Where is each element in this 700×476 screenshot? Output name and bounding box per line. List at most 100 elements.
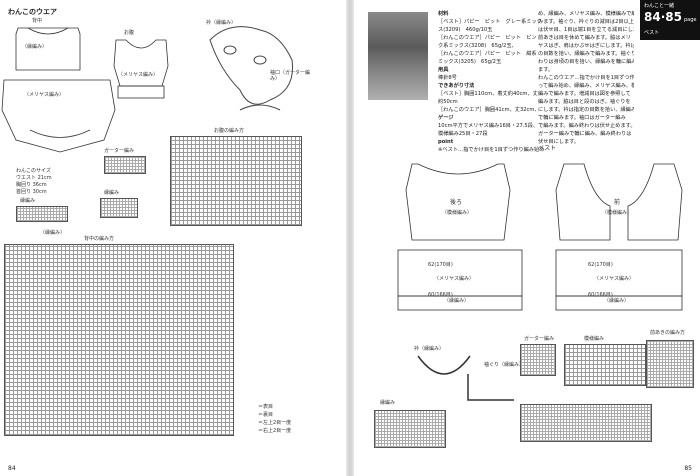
armhole-diagram — [467, 374, 514, 401]
body-line-14: で編みます。編み終わりは伏せ止めます。 — [538, 123, 634, 129]
belly-how-label: お腹の編み方 — [214, 128, 245, 134]
tools-line: 棒針8号 — [438, 75, 457, 81]
edge-label-1: 縁編み — [104, 190, 120, 196]
belly-how-chart — [170, 136, 302, 226]
vest-front-meriyasu: （メリヤス編み） — [594, 276, 635, 282]
badge-pages: 84·85 — [644, 10, 682, 24]
garter-label: ガーター編み — [104, 148, 135, 154]
body-line-0: め、縁編み、メリヤス編み、模様編みで編 — [538, 11, 634, 17]
body-line-6: わりは身頃の目を拾い、縁編みを輪に編み — [538, 59, 634, 65]
vest-back-meriyasu: （メリヤス編み） — [434, 276, 475, 282]
pattern-chart-label: 模様編み — [584, 336, 605, 342]
belly-piece-diagram — [113, 39, 169, 99]
body-line-8: わんこのウエア…指でかけ目を1目ずつ作 — [538, 75, 634, 81]
vest-back-label: 後ろ — [450, 199, 463, 206]
garter-chart — [104, 156, 146, 174]
body-line-12: にします。衿は指定の目数を拾い、縁編み — [538, 107, 634, 113]
left-title: わんこのウエア — [8, 8, 57, 16]
materials-block: 材料 ［ベスト］パピー ピット グレー系ミック ス(3209) 460g/10玉… — [438, 10, 544, 154]
vest-width-4: 60(166目) — [588, 292, 613, 298]
badge-line-1: わんこと一緒 — [644, 3, 675, 9]
symbol-4: ＝右上2目一度 — [258, 428, 292, 434]
body-line-4: ヤスはぎ、肩はかぶせはぎにします。衿は指定 — [538, 43, 634, 49]
size-line-0: ［ベスト］胸囲110cm、着丈約40cm、丈 — [438, 91, 538, 97]
left-page-number: 84 — [8, 465, 16, 472]
vest-width-3: 62(170目) — [588, 262, 613, 268]
collar-label: 衿（縁編み） — [206, 20, 237, 26]
vest-front-label: 前 — [614, 199, 621, 206]
body-line-13: で輪に編みます。袖口はガーター編み — [538, 115, 626, 121]
front-opening-chart — [646, 340, 694, 388]
size-note-3: 胸回り 36cm — [16, 182, 47, 188]
armhole-label: 袖ぐり（縁編み） — [484, 362, 525, 368]
pattern-chart-2 — [520, 404, 652, 442]
meriyasu-label: （メリヤス編み） — [118, 72, 159, 78]
size-line-2: ［わんこのウエア］胸囲41cm、丈32cm、 — [438, 107, 540, 113]
tools-heading: 用具 — [438, 67, 449, 73]
page-badge: わんこと一緒 84·85 page ベスト — [640, 0, 700, 40]
vest-front-pattern: （模様編み） — [602, 210, 633, 216]
materials-line-2: ［わんこのウエア］パピー ピット ピン — [438, 35, 537, 41]
vest-back-rib: （縁編み） — [444, 298, 470, 304]
right-page-number: 85 — [684, 465, 692, 472]
body-line-11: 編みます。脇は目と段のはぎ。袖ぐりを — [538, 99, 631, 105]
symbol-3: ＝左上2目一度 — [258, 420, 292, 426]
back-label: 背中 — [32, 18, 43, 24]
body-line-16: 伏せ目にします。 — [538, 139, 579, 145]
materials-line-5: ミックス(3205) 65g/2玉 — [438, 59, 502, 65]
size-note-1: わんこのサイズ — [16, 168, 51, 174]
photo-woman-with-dog — [368, 12, 428, 100]
size-heading: できあがり寸法 — [438, 83, 475, 89]
right-page: わんこと一緒 84·85 page ベスト 材料 ［ベスト］パピー ピット グレ… — [354, 0, 700, 476]
gauge-line: 10cm平方でメリヤス編み16目・27.5段、 — [438, 123, 539, 129]
body-line-3: 前あきは目を休めて編みます。脇はメリ — [538, 35, 631, 41]
materials-line-4: ［わんこのウエア］パピー ピット 紺系 — [438, 51, 537, 57]
back-how-chart — [4, 244, 234, 436]
edge-chart-label: 縁編み — [380, 400, 396, 406]
size-line-1: 約50cm — [438, 99, 458, 105]
left-page: わんこのウエア 背中 （縁編み） （メリヤス編み） お腹 （メリヤス編み） 衿（… — [0, 0, 346, 476]
materials-line-3: ク系ミックス(3208) 65g/2玉、 — [438, 43, 517, 49]
vest-front-diagram — [555, 163, 683, 311]
body-line-9: って編み始め、縁編み、メリヤス編み、模様 — [538, 83, 634, 89]
back-piece-diagram — [15, 27, 81, 71]
front-opening-label: 前あきの編み方 — [650, 330, 686, 336]
rib-label: （縁編み） — [22, 44, 48, 50]
size-note-4: 首回り 30cm — [16, 189, 47, 195]
body-line-15: ガーター編みで輪に編み、編み終わりは — [538, 131, 632, 137]
vest-back-pattern: （模様編み） — [442, 210, 473, 216]
point-heading: point — [438, 139, 454, 145]
size-note-2: ウエスト 21cm — [16, 175, 52, 181]
rib-small-label: （縁編み） — [40, 230, 66, 236]
body-line-10: 編みで編みます。増減目は図を参照して — [538, 91, 631, 97]
meriyasu-left-label: （メリヤス編み） — [24, 92, 65, 98]
materials-line-1: ス(3209) 460g/10玉 — [438, 27, 493, 33]
body-line-5: の目数を拾い、縁編みで編みます。袖ぐり — [538, 51, 634, 57]
gauge-heading: ゲージ — [438, 115, 454, 121]
edge-chart-1 — [100, 198, 138, 218]
body-line-2: は伏せ目、1目は端1目を立てる減目にします。 — [538, 27, 634, 33]
dog-wear-illustration — [209, 26, 294, 111]
point-line: ※ベスト…指でかけ目を1目ずつ作り編み始め — [438, 147, 545, 153]
materials-line-0: ［ベスト］パピー ピット グレー系ミック — [438, 19, 542, 25]
collar-label: 衿（縁編み） — [414, 346, 445, 352]
sleeve-label: 袖口（ガーター編み） — [270, 70, 311, 82]
edge-chart — [374, 410, 446, 448]
symbol-1: ＝表目 — [258, 404, 274, 410]
vest-back-diagram — [397, 163, 523, 311]
back-how-label: 背中の編み方 — [84, 236, 115, 242]
vest-width-1: 62(170目) — [428, 262, 453, 268]
collar-diagram — [417, 355, 471, 375]
materials-heading: 材料 — [438, 11, 449, 17]
garter-chart — [520, 344, 556, 376]
instructions-block: め、縁編み、メリヤス編み、模様編みで編 みます。袖ぐり、衿ぐりの減目は2目以上 … — [538, 10, 634, 146]
symbol-2: ＝裏目 — [258, 412, 274, 418]
body-line-7: ます。 — [538, 67, 554, 73]
badge-sub: ベスト — [644, 30, 660, 36]
vest-front-rib: （縁編み） — [604, 298, 630, 304]
garter-chart-label: ガーター編み — [524, 336, 555, 342]
body-diagram — [1, 79, 116, 153]
body-line-1: みます。袖ぐり、衿ぐりの減目は2目以上 — [538, 19, 634, 25]
book-gutter — [346, 0, 354, 476]
badge-page-label: page — [684, 17, 697, 23]
